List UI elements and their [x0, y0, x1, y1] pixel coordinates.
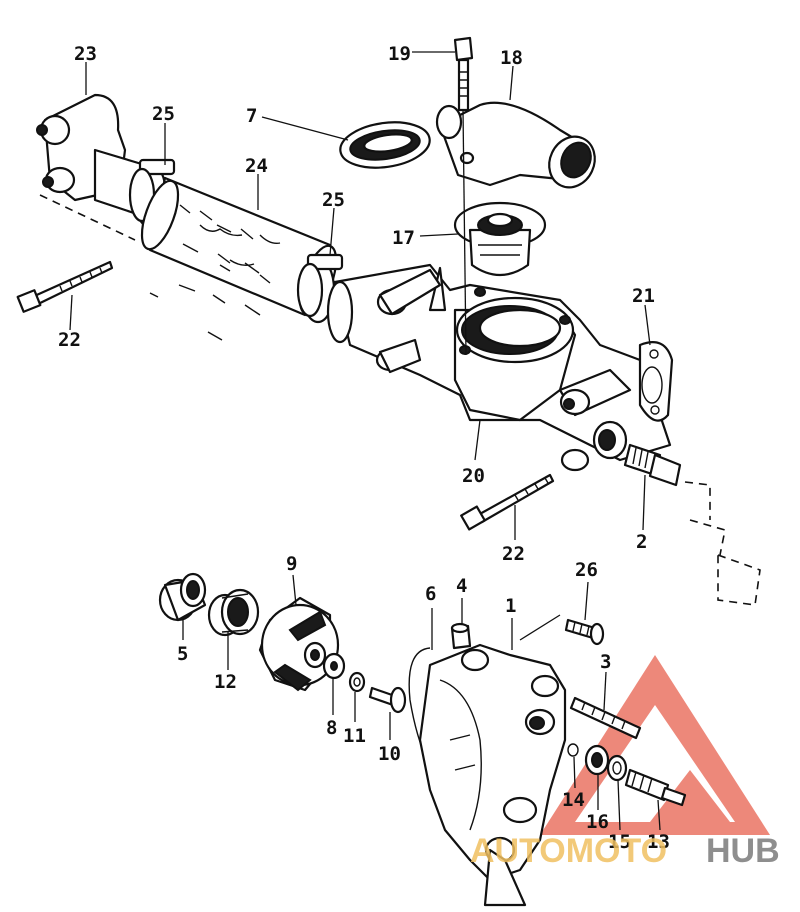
gasket-21 — [638, 341, 674, 422]
callout-18: 18 — [500, 47, 523, 69]
callout-13: 13 — [647, 831, 670, 853]
callout-9: 9 — [286, 553, 297, 575]
leader-lines — [69, 51, 661, 831]
hose-clamp-25-right — [296, 253, 344, 324]
callout-20: 20 — [462, 465, 485, 487]
callout-17: 17 — [392, 227, 415, 249]
callout-25-right: 25 — [322, 189, 345, 211]
thermostat-17 — [453, 201, 547, 276]
washer-16 — [584, 744, 610, 776]
callout-22-left: 22 — [58, 329, 81, 351]
callout-19: 19 — [388, 43, 411, 65]
callout-4: 4 — [456, 575, 467, 597]
callout-11: 11 — [343, 725, 366, 747]
callout-6: 6 — [425, 583, 436, 605]
callout-22-right: 22 — [502, 543, 525, 565]
seal-ring-7 — [339, 121, 431, 169]
washer-15 — [606, 754, 628, 782]
mechanical-seal-12 — [207, 588, 260, 637]
callout-2: 2 — [636, 531, 647, 553]
bearing-5 — [158, 572, 207, 622]
temperature-sender-2 — [623, 443, 761, 606]
callout-10: 10 — [378, 743, 401, 765]
callout-26: 26 — [575, 559, 598, 581]
washer-11 — [348, 671, 366, 693]
washer-14 — [567, 743, 579, 757]
bolt-19 — [453, 36, 474, 356]
outlet-elbow-18 — [435, 101, 596, 189]
bolt-22-right — [460, 473, 555, 531]
watermark-brand-left: AUTOMOTO — [470, 832, 667, 870]
watermark-brand-right: HUB — [706, 832, 780, 870]
callout-1: 1 — [505, 595, 516, 617]
bolt-22-left — [16, 194, 136, 313]
elbow-fitting-23 — [36, 93, 147, 217]
callout-21: 21 — [632, 285, 655, 307]
screw-26 — [564, 618, 605, 646]
callout-14: 14 — [562, 789, 585, 811]
callout-3: 3 — [600, 651, 611, 673]
callout-25-left: 25 — [152, 103, 175, 125]
callout-12: 12 — [214, 671, 237, 693]
dowel-pin-4 — [450, 622, 472, 650]
watermark-text: AUTOMOTO HUB — [470, 832, 780, 870]
callout-16: 16 — [586, 811, 609, 833]
thermostat-housing-20 — [326, 263, 672, 472]
washer-8 — [322, 652, 346, 680]
stud-bolt-3 — [569, 696, 642, 740]
bolt-10 — [368, 686, 407, 714]
impeller-9 — [258, 596, 340, 692]
callout-24: 24 — [245, 155, 268, 177]
pump-body-1 — [418, 643, 567, 907]
callout-15: 15 — [608, 831, 631, 853]
callout-23: 23 — [74, 43, 97, 65]
callout-labels: 23 25 24 7 19 18 17 25 21 22 20 22 2 9 5… — [58, 43, 670, 853]
callout-8: 8 — [326, 717, 337, 739]
fitting-13 — [624, 768, 687, 807]
callout-7: 7 — [246, 105, 257, 127]
callout-5: 5 — [177, 643, 188, 665]
